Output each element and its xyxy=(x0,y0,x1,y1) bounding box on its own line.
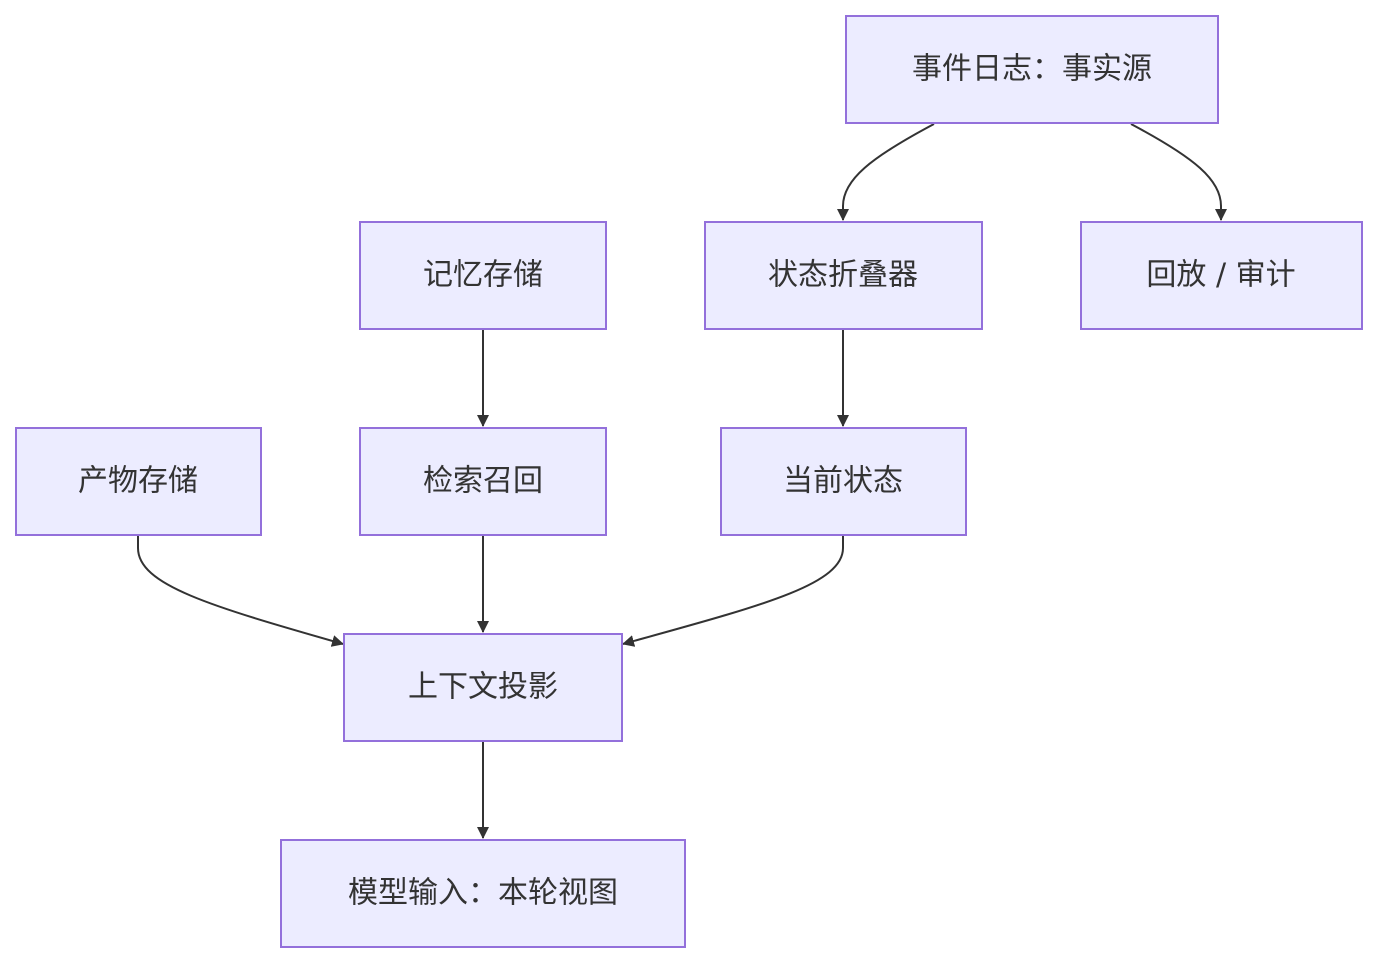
node-retrieval[interactable]: 检索召回 xyxy=(359,427,607,536)
node-label-current-state: 当前状态 xyxy=(783,464,903,499)
node-state-folder[interactable]: 状态折叠器 xyxy=(704,221,983,330)
edge-event-log-to-replay-audit xyxy=(1130,123,1227,221)
node-event-log[interactable]: 事件日志：事实源 xyxy=(845,15,1219,124)
node-label-retrieval: 检索召回 xyxy=(423,464,543,499)
node-label-memory-store: 记忆存储 xyxy=(423,258,543,293)
node-label-state-folder: 状态折叠器 xyxy=(768,258,918,293)
edge-artifact-store-to-context-projection xyxy=(137,536,344,647)
node-label-model-input: 模型输入：本轮视图 xyxy=(348,876,618,911)
edge-current-state-to-context-projection xyxy=(622,536,844,647)
edges xyxy=(137,123,1227,839)
node-label-event-log: 事件日志：事实源 xyxy=(912,52,1152,87)
node-model-input[interactable]: 模型输入：本轮视图 xyxy=(280,839,686,948)
node-context-projection[interactable]: 上下文投影 xyxy=(343,633,623,742)
node-memory-store[interactable]: 记忆存储 xyxy=(359,221,607,330)
node-artifact-store[interactable]: 产物存储 xyxy=(15,427,262,536)
edge-event-log-to-state-folder xyxy=(837,123,935,221)
node-replay-audit[interactable]: 回放 / 审计 xyxy=(1080,221,1363,330)
node-label-replay-audit: 回放 / 审计 xyxy=(1146,258,1295,293)
node-label-context-projection: 上下文投影 xyxy=(408,670,558,705)
node-label-artifact-store: 产物存储 xyxy=(78,464,198,499)
node-current-state[interactable]: 当前状态 xyxy=(720,427,967,536)
